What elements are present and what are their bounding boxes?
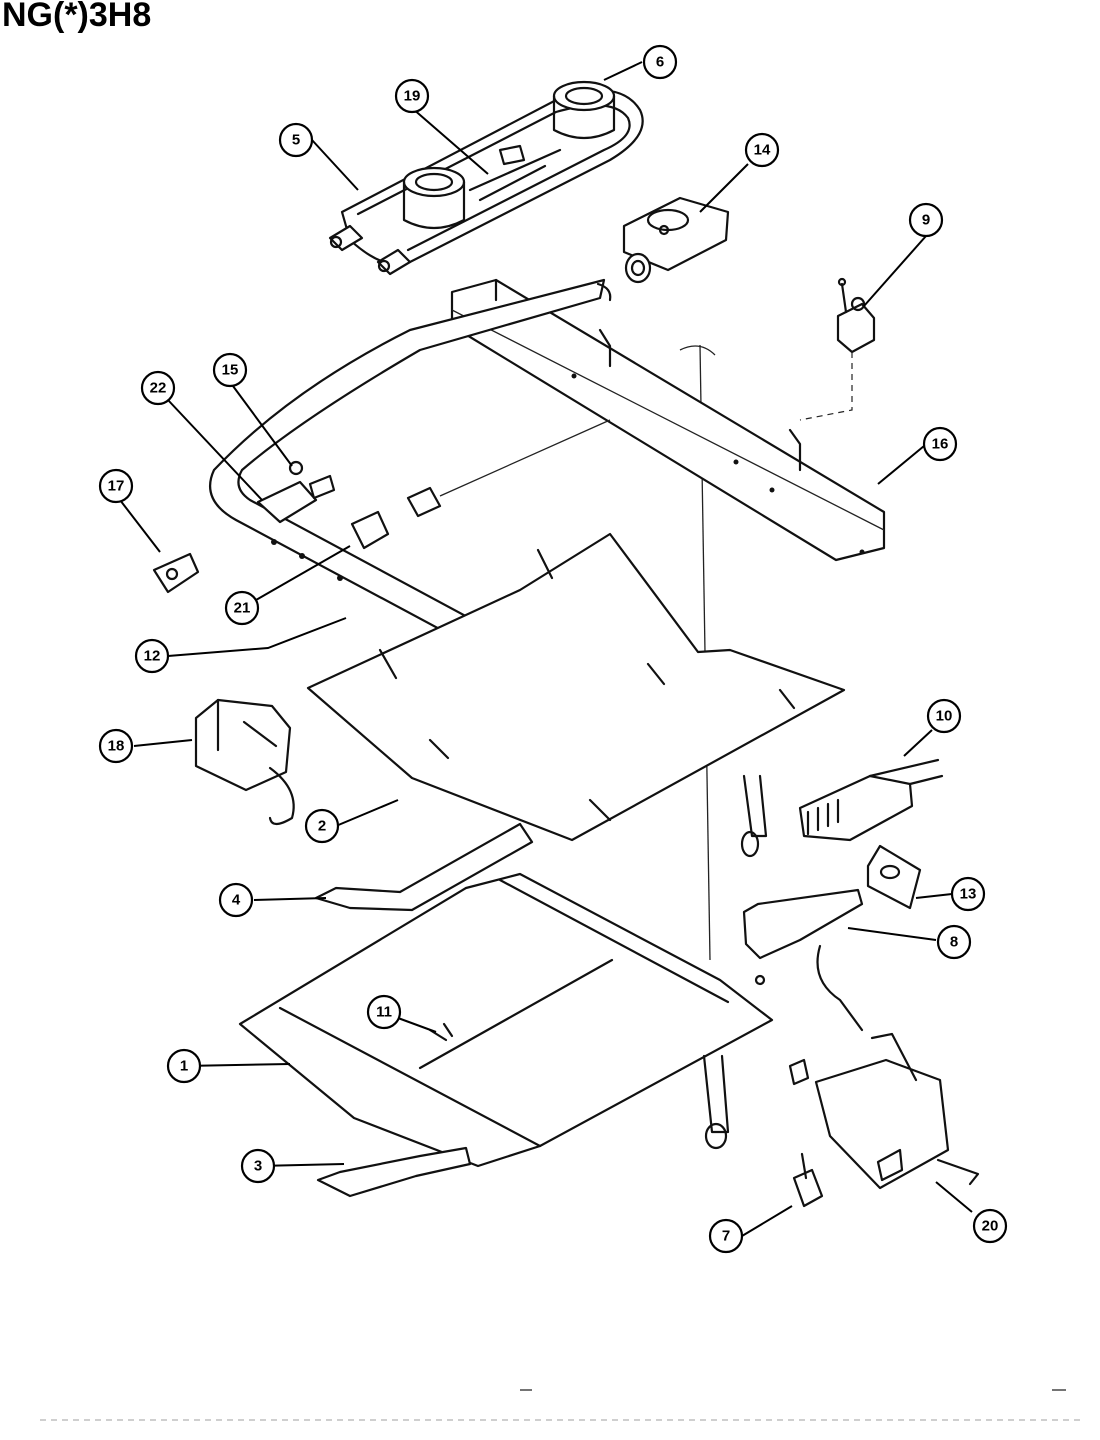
callout-6: 6 [642,44,678,80]
part-8-orifice-tube [742,888,864,1032]
callout-2: 2 [304,808,340,844]
scan-artifacts [40,1389,1080,1421]
callout-16: 16 [922,426,958,462]
callout-1: 1 [166,1048,202,1084]
callout-10: 10 [926,698,962,734]
part-20-valve [788,1032,980,1208]
callout-7: 7 [708,1218,744,1254]
callout-18: 18 [98,728,134,764]
svg-text:15: 15 [222,362,239,379]
part-12-manifold [209,278,698,762]
svg-text:12: 12 [144,648,161,665]
callout-19: 19 [394,78,430,114]
svg-text:13: 13 [960,886,977,903]
svg-text:4: 4 [232,892,241,909]
callout-20: 20 [972,1208,1008,1244]
svg-text:11: 11 [376,1004,392,1021]
callout-12: 12 [134,638,170,674]
callout-3: 3 [240,1148,276,1184]
callout-8: 8 [936,924,972,960]
top-burner-assembly [328,80,644,276]
callout-15: 15 [212,352,248,388]
part-13-plate [866,844,922,910]
svg-text:19: 19 [404,88,421,105]
callout-5: 5 [278,122,314,158]
part-4-bracket [314,822,534,912]
svg-text:17: 17 [108,478,125,495]
svg-text:6: 6 [656,54,664,71]
callout-4: 4 [218,882,254,918]
callout-14: 14 [744,132,780,168]
callout-9: 9 [908,202,944,238]
svg-text:14: 14 [754,142,771,159]
svg-text:16: 16 [932,436,949,453]
callout-11: 11 [366,994,402,1030]
svg-text:1: 1 [180,1058,188,1075]
svg-text:20: 20 [982,1218,999,1235]
svg-text:18: 18 [108,738,125,755]
part-3-bracket [316,1146,472,1198]
svg-text:2: 2 [318,818,326,835]
svg-text:7: 7 [722,1228,730,1245]
diagram-title: NG(*)3H8 [2,0,151,34]
svg-text:21: 21 [234,600,251,617]
svg-text:22: 22 [150,380,167,397]
part-18-thermostat [194,698,295,826]
part-1-lower-pan [238,872,774,1168]
svg-text:8: 8 [950,934,958,951]
svg-text:3: 3 [254,1158,262,1175]
svg-text:10: 10 [936,708,953,725]
callout-13: 13 [950,876,986,912]
part-14-bracket [622,196,730,284]
part-10-igniter [798,758,944,842]
part-2-upper-pan [306,532,846,858]
leader-lines [119,61,973,1237]
callout-21: 21 [224,590,260,626]
part-9-igniter [799,277,876,421]
svg-text:9: 9 [922,212,930,229]
fittings [256,419,611,550]
callout-22: 22 [140,370,176,406]
part-17-bracket [152,552,200,594]
svg-text:5: 5 [292,132,300,149]
callout-17: 17 [98,468,134,504]
